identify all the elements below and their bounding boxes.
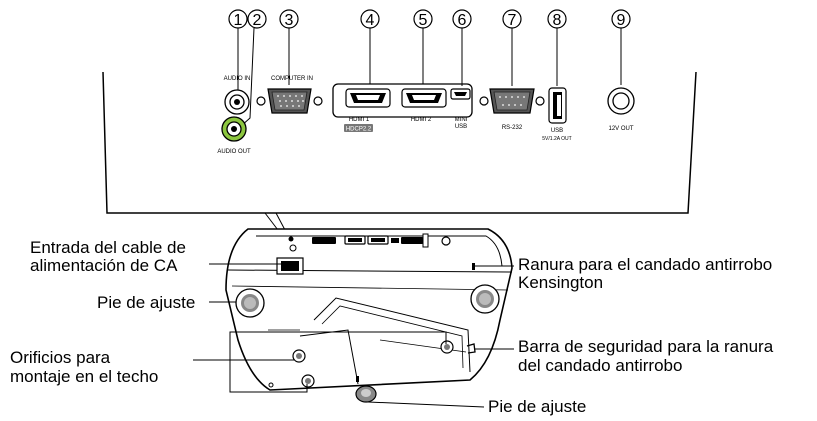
- hdcp-label: HDCP2.2: [346, 127, 372, 133]
- rear-port-strip: [288, 233, 451, 252]
- marker-2-number: 2: [253, 12, 262, 29]
- dc-12v-out-label: 12V OUT: [608, 126, 633, 132]
- hdmi-1-label: HDMI 1: [349, 117, 370, 123]
- callout-ceiling-holes-line2: montaje en el techo: [10, 367, 159, 386]
- rs232-label: RS-232: [502, 125, 523, 131]
- marker-6: 6: [452, 9, 472, 86]
- ceiling-mount-hole-1: [292, 349, 306, 363]
- marker-3: 3: [279, 9, 299, 85]
- marker-1: 1: [228, 9, 248, 92]
- marker-9-number: 9: [617, 12, 626, 29]
- hdmi-2-port: [401, 88, 447, 108]
- marker-8: 8: [547, 9, 567, 86]
- ceiling-mount-hole-3: [440, 340, 454, 354]
- callout-security-bar-line2: del candado antirrobo: [518, 356, 683, 375]
- dc-12v-out-jack: [607, 87, 635, 115]
- rear-panel-outline: [102, 71, 697, 214]
- projector-body: [225, 228, 513, 403]
- usb-power-label: 5V/1.2A OUT: [542, 136, 571, 142]
- computer-in-label: COMPUTER IN: [271, 76, 313, 82]
- callout-power-inlet-line1: Entrada del cable de: [30, 238, 186, 257]
- right-foot: [470, 284, 500, 314]
- callout-ceiling-holes-line1: Orificios para: [10, 348, 111, 367]
- callout-kensington-line2: Kensington: [518, 273, 604, 292]
- bottom-foot: [355, 385, 377, 403]
- audio-in-jack: [224, 89, 250, 115]
- callout-adjuster-foot-left: Pie de ajuste: [97, 293, 196, 312]
- rear-panel-closeup: AUDIO IN AUDIO OUT COMPUTER IN: [102, 71, 697, 235]
- projector-outline: [225, 228, 513, 391]
- usb-label: USB: [551, 128, 563, 134]
- left-foot: [235, 288, 265, 318]
- mini-usb-label-line2: USB: [455, 124, 467, 130]
- ceiling-mount-hole-2: [301, 374, 315, 388]
- audio-in-label: AUDIO IN: [224, 76, 251, 82]
- mini-usb-port: [450, 88, 471, 100]
- hdmi-2-label: HDMI 2: [411, 117, 432, 123]
- callout-power-inlet-line2: alimentación de CA: [30, 256, 178, 275]
- marker-5: 5: [413, 9, 433, 84]
- marker-4-number: 4: [366, 12, 375, 29]
- marker-9: 9: [611, 9, 631, 85]
- callout-kensington-line1: Ranura para el candado antirrobo: [518, 255, 773, 274]
- callout-adjuster-foot-bottom: Pie de ajuste: [488, 397, 587, 416]
- hdcp-badge: [344, 124, 373, 132]
- hdmi-group-frame: [332, 83, 473, 118]
- marker-8-number: 8: [553, 12, 562, 29]
- callout-security-bar-line1: Barra de seguridad para la ranura: [518, 337, 774, 356]
- computer-in-port: [256, 88, 323, 114]
- marker-7: 7: [502, 9, 522, 86]
- mini-usb-label-line1: MINI: [455, 117, 468, 123]
- rs232-port: [479, 88, 545, 114]
- power-inlet: [276, 257, 304, 275]
- security-bar: [466, 343, 476, 354]
- usb-port: [548, 87, 567, 124]
- marker-4: 4: [360, 9, 380, 84]
- hdmi-1-port: [345, 88, 391, 108]
- audio-out-jack: [221, 116, 247, 142]
- marker-7-number: 7: [508, 12, 517, 29]
- kensington-slot: [472, 263, 475, 270]
- audio-out-label: AUDIO OUT: [217, 149, 251, 155]
- marker-5-number: 5: [419, 12, 428, 29]
- marker-3-number: 3: [285, 12, 294, 29]
- callout-leader-lines: [193, 263, 514, 408]
- marker-1-number: 1: [234, 12, 243, 29]
- marker-6-number: 6: [458, 12, 467, 29]
